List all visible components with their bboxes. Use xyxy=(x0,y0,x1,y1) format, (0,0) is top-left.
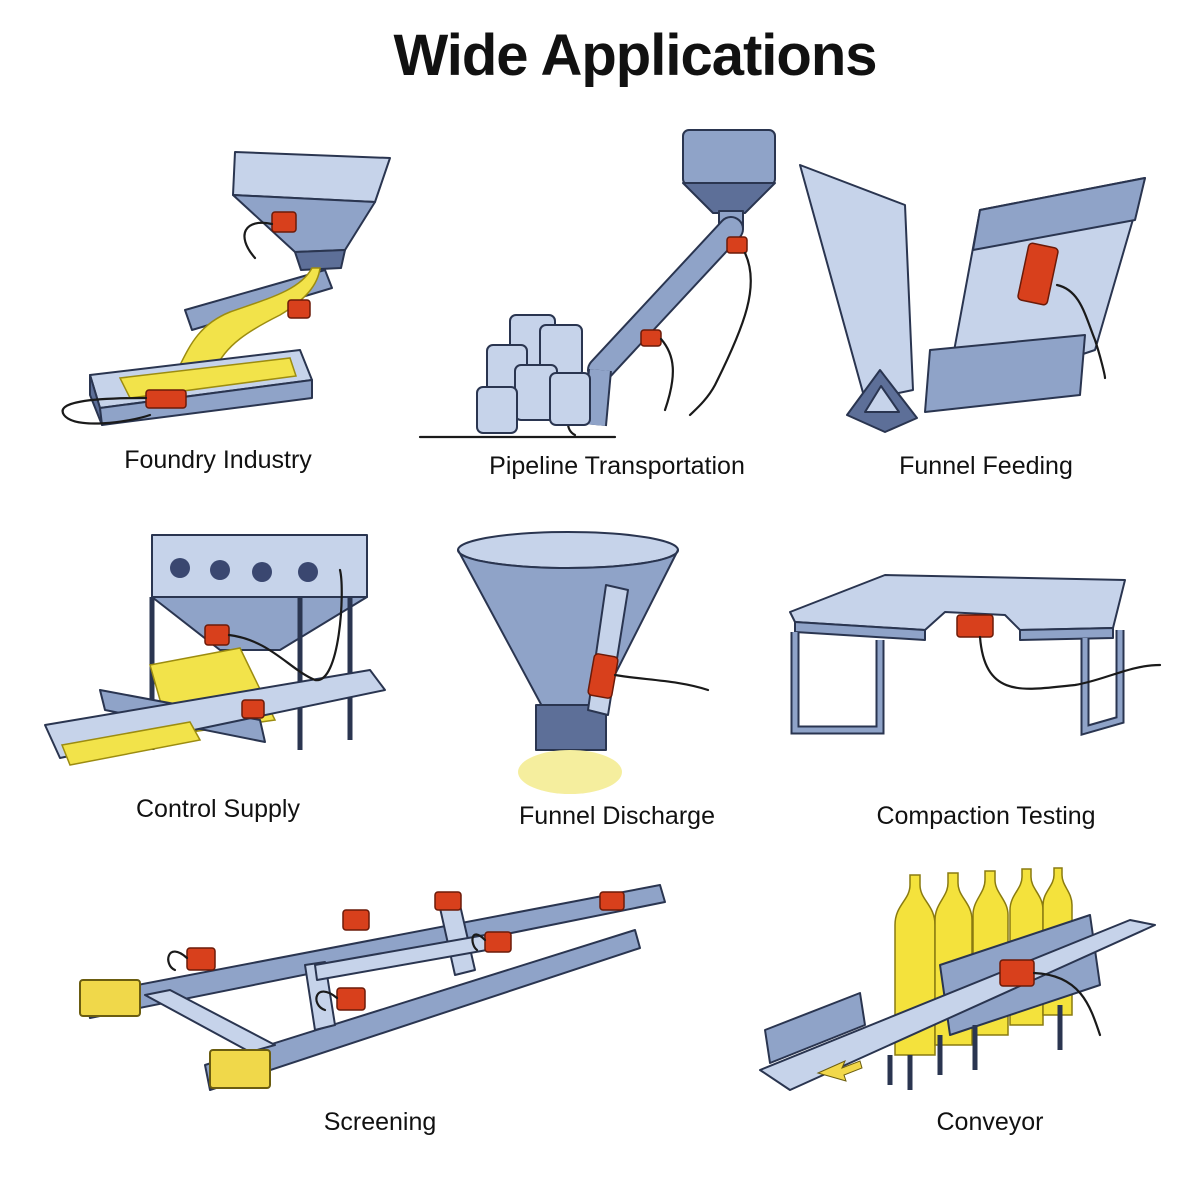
caption-funnel-discharge: Funnel Discharge xyxy=(519,802,715,830)
pipeline-transportation-illustration xyxy=(415,125,785,445)
caption-control-supply: Control Supply xyxy=(136,795,300,823)
screening-illustration xyxy=(75,870,675,1100)
caption-conveyor: Conveyor xyxy=(936,1108,1044,1136)
control-supply-illustration xyxy=(40,530,410,790)
caption-foundry-industry: Foundry Industry xyxy=(124,446,312,474)
caption-screening: Screening xyxy=(323,1108,437,1136)
funnel-feeding-illustration xyxy=(795,150,1155,440)
foundry-industry-illustration xyxy=(50,140,391,440)
compaction-testing-illustration xyxy=(785,570,1165,740)
caption-pipeline-transportation: Pipeline Transportation xyxy=(489,452,745,480)
page-title: Wide Applications xyxy=(393,23,877,88)
conveyor-illustration xyxy=(759,865,1170,1105)
caption-compaction-testing: Compaction Testing xyxy=(876,802,1096,830)
caption-funnel-feeding: Funnel Feeding xyxy=(899,452,1073,480)
funnel-discharge-illustration xyxy=(457,530,728,800)
